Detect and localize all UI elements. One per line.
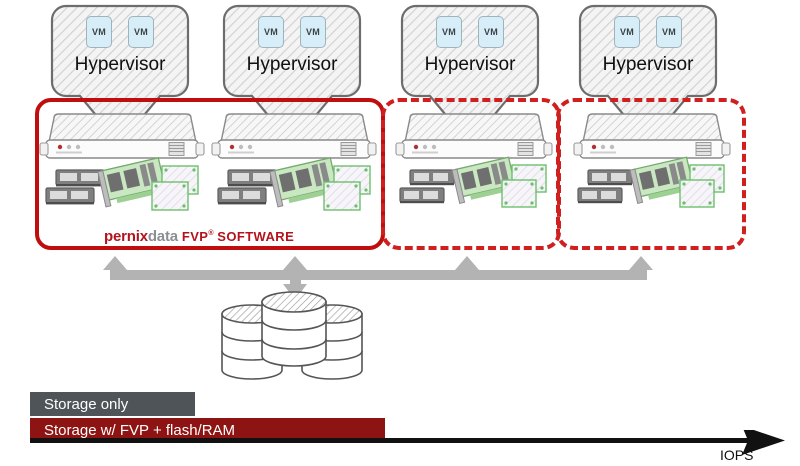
rack-server-icon xyxy=(39,113,205,159)
ram-dimm-icon xyxy=(399,169,455,204)
ram-dimm-icon xyxy=(217,169,277,205)
rack-server-icon xyxy=(395,113,553,159)
vm-badge[interactable]: VM xyxy=(86,16,112,48)
iops-axis-arrow xyxy=(30,430,785,455)
host-hardware-art-1 xyxy=(39,113,205,211)
storage-network-bus xyxy=(103,256,653,380)
vm-badge[interactable]: VM xyxy=(300,16,326,48)
host-hardware-1[interactable] xyxy=(38,112,206,222)
flash-module-icon xyxy=(151,165,199,211)
vm-list-3: VM VM xyxy=(400,16,540,50)
axis-label-iops: IOPS xyxy=(720,447,754,463)
pcie-flash-card-icon xyxy=(451,156,516,205)
bar-storage-only: Storage only xyxy=(30,392,195,416)
vm-badge[interactable]: VM xyxy=(656,16,682,48)
hypervisor-node-2[interactable]: VM VM Hypervisor xyxy=(222,4,362,146)
fvp-cluster-boundary-dashed-2 xyxy=(556,98,746,250)
hypervisor-label: Hypervisor xyxy=(602,54,694,75)
hypervisor-label: Hypervisor xyxy=(74,54,166,75)
host-hardware-art-3 xyxy=(395,113,553,208)
rack-server-icon xyxy=(573,113,731,159)
vm-list-4: VM VM xyxy=(578,16,718,50)
flash-module-icon xyxy=(323,165,371,211)
vm-list-1: VM VM xyxy=(50,16,190,50)
bus-bar-icon xyxy=(103,256,653,300)
pcie-flash-card-icon xyxy=(629,156,694,205)
vm-list-2: VM VM xyxy=(222,16,362,50)
ram-dimm-icon xyxy=(45,169,105,205)
pcie-flash-card-icon xyxy=(269,157,338,208)
logo-part-x: x xyxy=(139,228,148,245)
hypervisor-node-1[interactable]: VM VM Hypervisor xyxy=(50,4,190,146)
bar-label: Storage only xyxy=(44,395,129,413)
host-hardware-2[interactable] xyxy=(210,112,378,222)
hypervisor-node-3[interactable]: VM VM Hypervisor xyxy=(400,4,540,146)
flash-module-icon xyxy=(679,164,725,208)
vm-badge[interactable]: VM xyxy=(128,16,154,48)
vm-badge[interactable]: VM xyxy=(436,16,462,48)
pcie-flash-card-icon xyxy=(97,157,166,208)
flash-module-icon xyxy=(501,164,547,208)
hypervisor-label: Hypervisor xyxy=(246,54,338,75)
rack-server-icon xyxy=(211,113,377,159)
hypervisor-label: Hypervisor xyxy=(424,54,516,75)
hypervisor-node-4[interactable]: VM VM Hypervisor xyxy=(578,4,718,146)
pernixdata-fvp-logo: pernixdata FVP® SOFTWARE xyxy=(104,228,294,245)
host-hardware-3[interactable] xyxy=(394,112,562,222)
logo-part-data: data xyxy=(147,228,178,245)
host-hardware-art-2 xyxy=(211,113,377,211)
logo-trademark: ® xyxy=(208,230,214,237)
host-hardware-art-4 xyxy=(573,113,731,208)
storage-array-icon xyxy=(221,291,363,380)
ram-dimm-icon xyxy=(577,169,633,204)
bar-label: Storage w/ FVP + flash/RAM xyxy=(44,421,236,439)
vm-badge[interactable]: VM xyxy=(614,16,640,48)
logo-part-perni: perni xyxy=(104,228,140,245)
vm-badge[interactable]: VM xyxy=(258,16,284,48)
host-hardware-4[interactable] xyxy=(572,112,740,222)
vm-badge[interactable]: VM xyxy=(478,16,504,48)
logo-suffix-software: SOFTWARE xyxy=(217,229,295,244)
logo-product-fvp: FVP xyxy=(181,229,209,244)
